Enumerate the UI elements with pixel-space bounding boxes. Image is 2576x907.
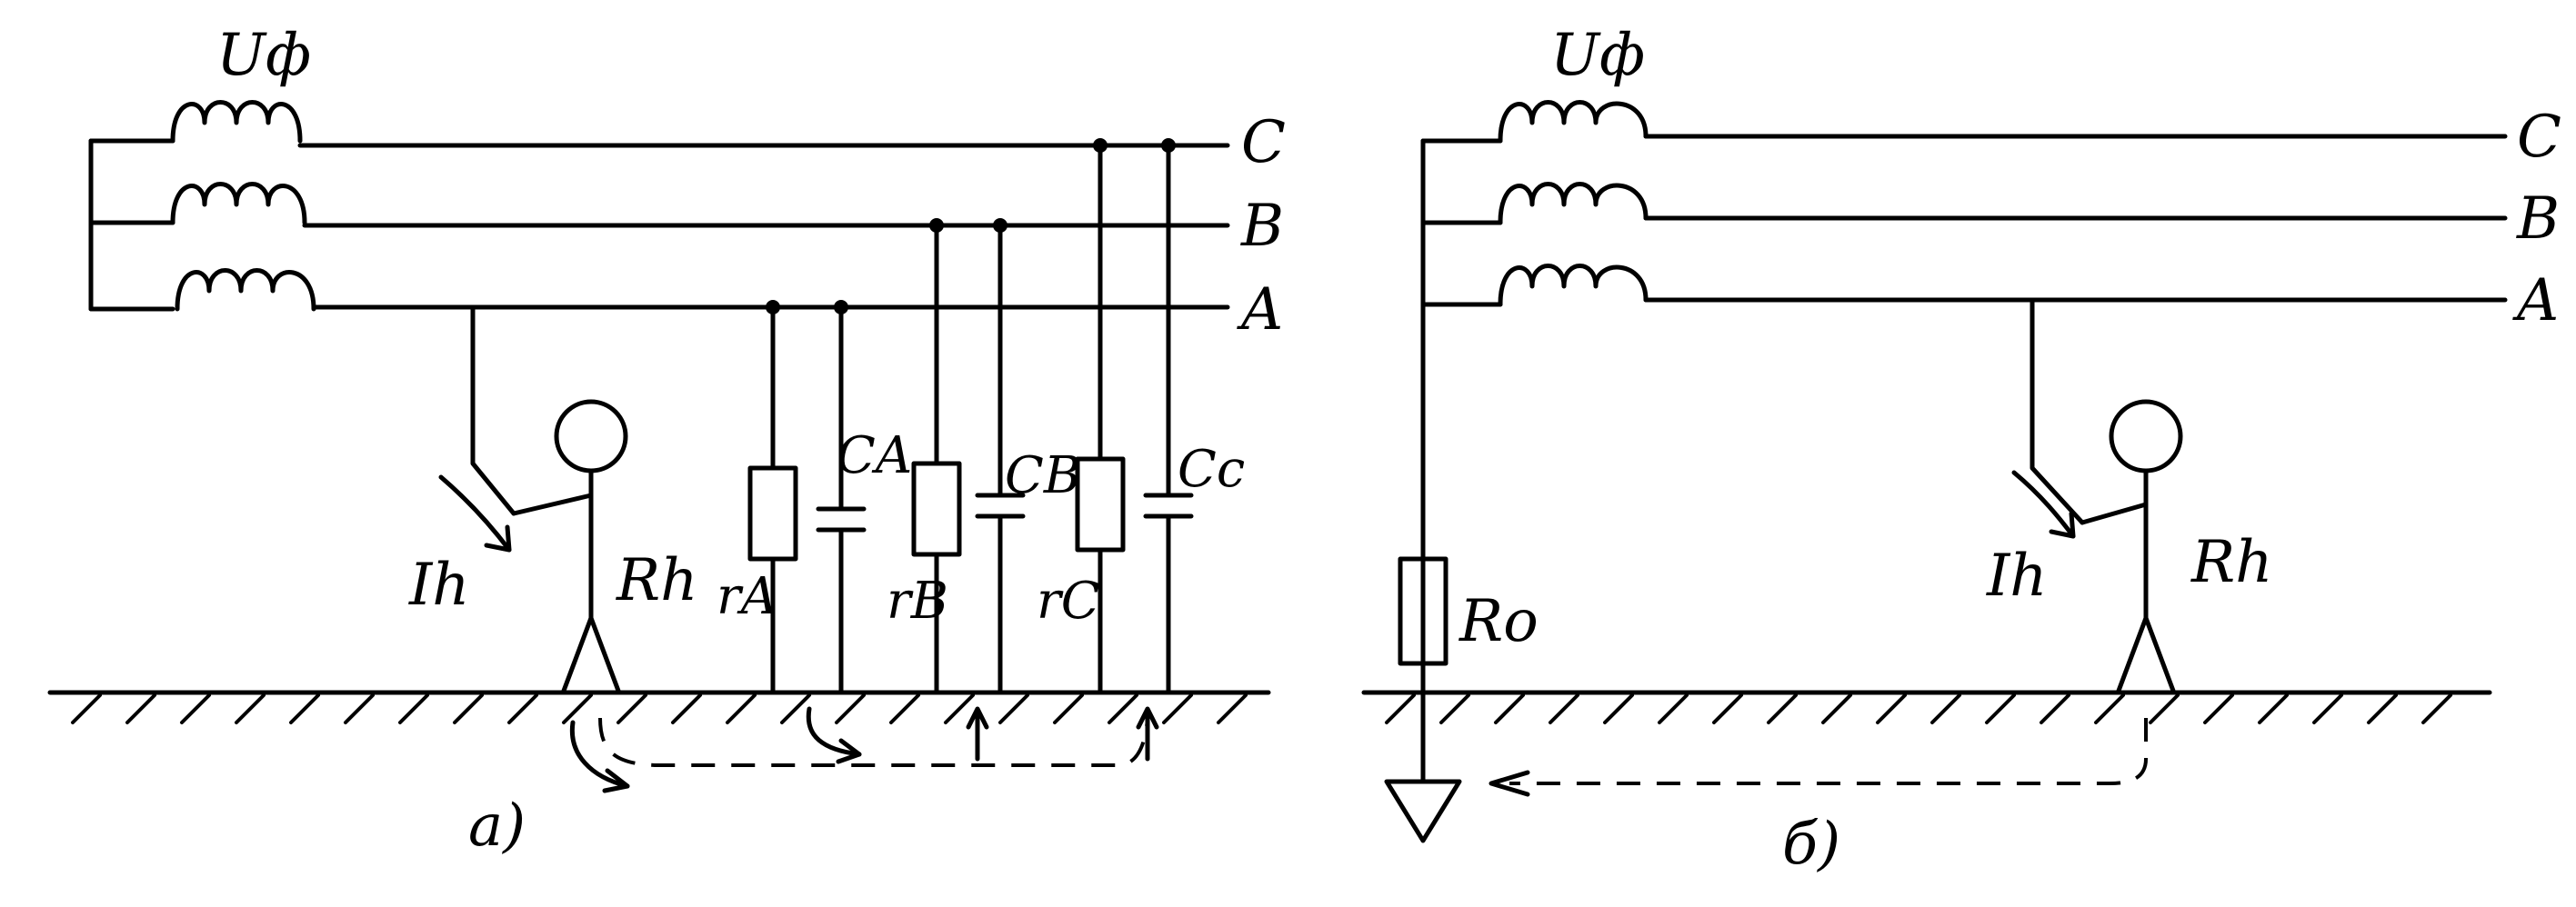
return-arrow-c — [1136, 706, 1159, 762]
phase-label-a-a: A — [1237, 276, 1283, 344]
winding-b-b — [1498, 182, 1649, 225]
source-voltage-label-b: Uф — [1550, 22, 1645, 89]
phase-label-b-b: B — [2516, 185, 2560, 253]
winding-c-a — [170, 100, 303, 144]
insulation-label-c: rC — [1037, 572, 1100, 631]
leakage-arrow-a — [569, 720, 630, 789]
winding-a-a — [175, 268, 316, 312]
diagram-b: C B A Uф Ro Ih Rh — [1361, 22, 2561, 878]
touch-wire-b — [2030, 297, 2085, 525]
current-label-a: Ih — [408, 552, 470, 619]
phase-label-c-a: C — [1241, 109, 1286, 176]
body-resistance-label-b: Rh — [2190, 529, 2272, 596]
touch-wire-a — [470, 304, 516, 516]
insulation-phase-a — [747, 304, 867, 693]
neutral-resistance-label-b: Ro — [1458, 588, 1539, 655]
human-figure-a — [511, 399, 628, 693]
phase-label-b-a: B — [1240, 193, 1284, 260]
current-arrow-b — [2011, 470, 2076, 539]
ground-hatching-a — [71, 693, 1248, 724]
current-arrowhead-b — [2049, 511, 2076, 539]
ground-hatching-b — [1385, 693, 2452, 724]
caption-a: a) — [468, 792, 526, 860]
leakage-arrowhead-a — [602, 768, 630, 793]
ground-symbol-b — [1384, 779, 1462, 843]
return-path-a — [598, 717, 1149, 767]
current-label-b: Ih — [1986, 543, 2048, 610]
winding-c-b — [1498, 100, 1649, 144]
insulation-phase-b — [911, 223, 1026, 693]
capacitance-label-a: CA — [837, 426, 912, 485]
phase-label-c-b: C — [2517, 104, 2561, 171]
insulation-phase-c — [1075, 143, 1194, 693]
insulation-label-a: rA — [717, 567, 777, 626]
human-figure-b — [2080, 399, 2183, 693]
return-path-b — [1509, 718, 2148, 785]
return-arrow-b — [966, 706, 989, 762]
leakage-arrowhead-a2 — [836, 738, 862, 764]
current-arrowhead-a — [484, 524, 512, 553]
insulation-label-b: rB — [887, 572, 948, 631]
caption-b: б) — [1782, 811, 1840, 878]
winding-b-a — [170, 182, 307, 225]
body-resistance-label-a: Rh — [616, 547, 697, 614]
phase-label-a-b: A — [2512, 267, 2559, 334]
leakage-arrow-a2 — [806, 706, 862, 757]
capacitance-label-c: Cc — [1178, 440, 1245, 499]
return-arrowhead-b — [1488, 770, 1530, 797]
current-arrow-a — [438, 474, 512, 553]
capacitance-label-b: CB — [1005, 446, 1081, 505]
source-voltage-label-a: Uф — [216, 22, 311, 89]
diagram-a: C B A Uф Ih Rh — [47, 22, 1286, 860]
winding-a-b — [1498, 264, 1649, 307]
